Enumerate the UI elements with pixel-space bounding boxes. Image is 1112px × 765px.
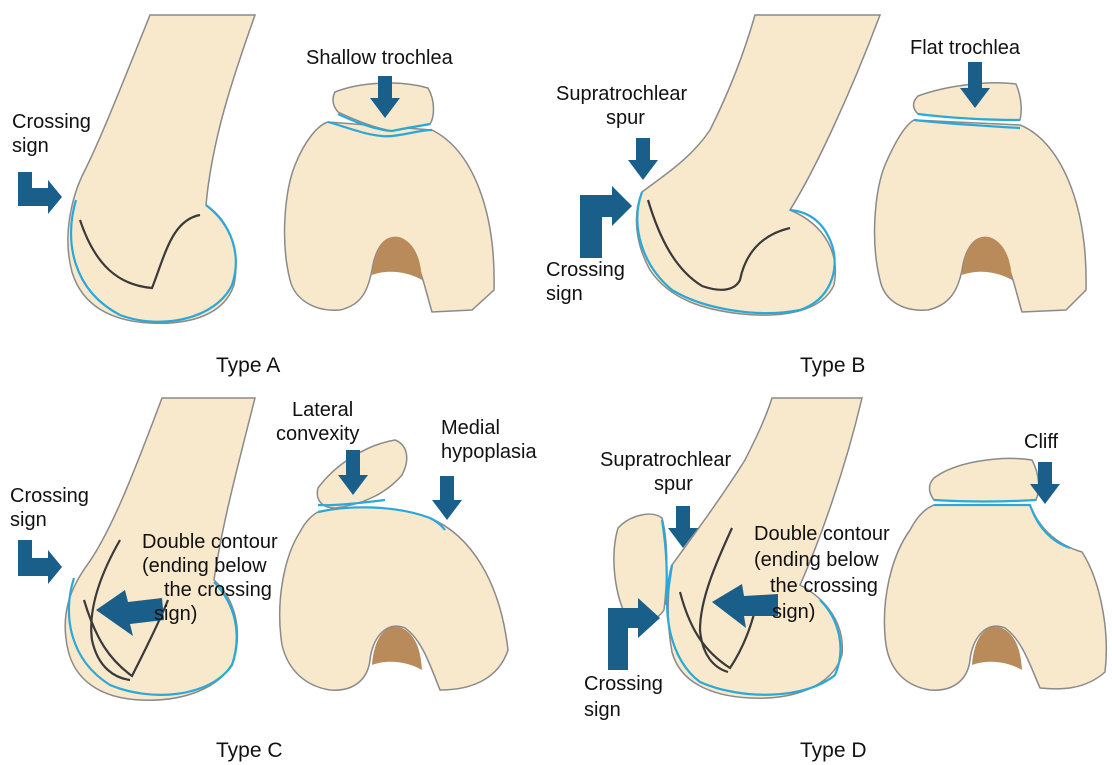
caption-type-b: Type B — [800, 354, 865, 377]
panel-type-c: Crossing sign Lateral convexity Medial h… — [10, 398, 538, 762]
crossing-arrow-b — [580, 186, 632, 258]
femur-axial-c — [280, 507, 508, 690]
label-crossing-sign-c: Crossing sign — [10, 485, 94, 531]
label-flat-trochlea: Flat trochlea — [910, 37, 1021, 59]
panel-type-d: Supratrochlear spur Cliff Double contour… — [584, 398, 1106, 762]
label-lateral-convexity: Lateral convexity — [276, 399, 359, 445]
femur-axial-d — [884, 505, 1106, 690]
femur-lateral-b — [636, 15, 880, 315]
caption-type-c: Type C — [216, 739, 283, 762]
femur-axial-a — [285, 122, 495, 312]
label-supratrochlear-spur-b: Supratrochlear spur — [556, 83, 693, 129]
femur-lateral-a — [68, 15, 255, 323]
spur-arrow-b — [628, 138, 658, 180]
patella-c — [317, 440, 406, 508]
label-crossing-sign-a: Crossing sign — [12, 111, 96, 157]
label-cliff: Cliff — [1024, 431, 1059, 453]
crossing-arrow-a — [18, 172, 62, 214]
femur-axial-b — [875, 120, 1087, 312]
medial-hypoplasia-arrow — [432, 476, 462, 520]
crossing-arrow-c — [18, 540, 62, 584]
panel-type-a: Crossing sign Shallow trochlea Type A — [12, 15, 494, 377]
label-supratrochlear-spur-d: Supratrochlear spur — [600, 449, 737, 495]
caption-type-a: Type A — [216, 354, 280, 377]
label-crossing-sign-d: Crossing sign — [584, 673, 668, 721]
label-shallow-trochlea: Shallow trochlea — [306, 47, 454, 69]
caption-type-d: Type D — [800, 739, 867, 762]
label-medial-hypoplasia: Medial hypoplasia — [441, 417, 538, 463]
label-crossing-sign-b: Crossing sign — [546, 259, 630, 305]
patella-d — [930, 458, 1039, 501]
panel-type-b: Supratrochlear spur Crossing sign Flat t… — [546, 15, 1086, 377]
